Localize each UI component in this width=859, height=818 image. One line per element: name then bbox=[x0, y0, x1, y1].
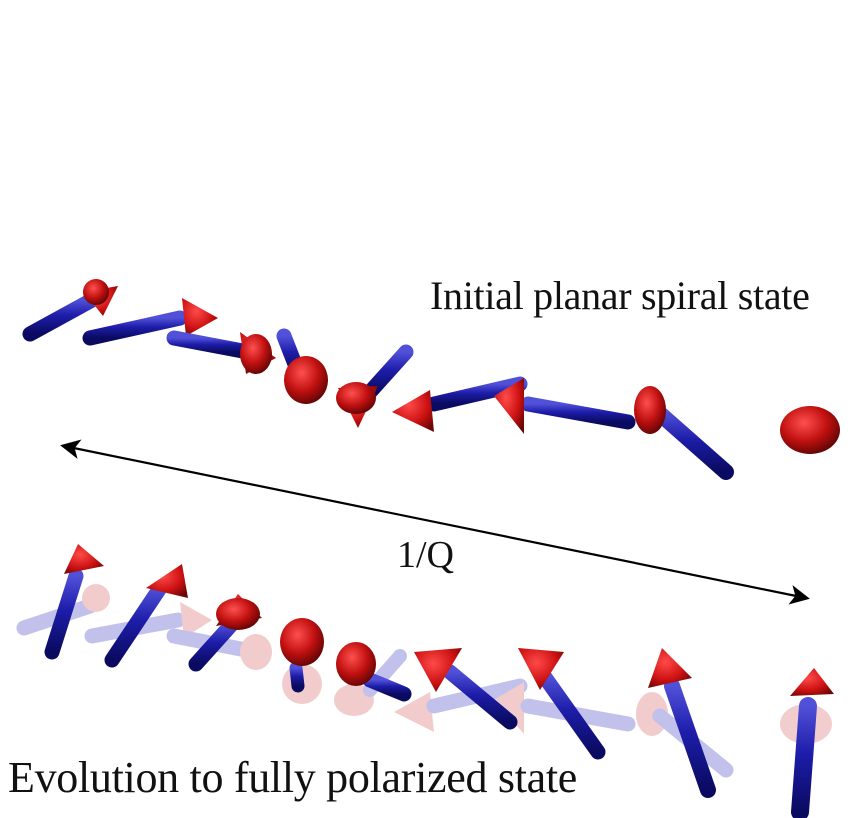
spin-arrow-icon bbox=[280, 618, 324, 693]
spin-arrow-icon bbox=[22, 279, 118, 342]
initial-state-label: Initial planar spiral state bbox=[430, 273, 810, 318]
period-arrow-icon bbox=[60, 439, 810, 605]
spin-arrow-icon bbox=[188, 594, 262, 672]
spin-arrow-icon bbox=[518, 648, 606, 760]
spin-arrow-icon bbox=[414, 648, 518, 730]
spin-arrow-icon bbox=[790, 668, 834, 818]
spin-arrow-icon bbox=[336, 642, 412, 702]
spin-arrow-icon bbox=[648, 648, 716, 798]
evolved-spin-chain bbox=[44, 544, 834, 818]
period-label: 1/Q bbox=[397, 534, 454, 576]
initial-spiral-chain bbox=[22, 279, 840, 511]
evolved-state-label: Evolution to fully polarized state bbox=[8, 753, 577, 802]
spin-arrow-icon bbox=[166, 330, 276, 374]
spin-arrow-icon bbox=[634, 386, 734, 480]
spin-arrow-icon bbox=[104, 564, 188, 668]
spin-arrow-icon bbox=[276, 328, 328, 404]
spin-arrow-icon bbox=[494, 378, 636, 434]
spin-arrow-icon bbox=[780, 406, 840, 511]
spin-arrow-icon bbox=[82, 298, 218, 346]
spin-arrow-icon bbox=[336, 344, 414, 428]
spin-arrow-icon bbox=[44, 544, 104, 660]
spin-arrow-icon bbox=[392, 376, 528, 432]
